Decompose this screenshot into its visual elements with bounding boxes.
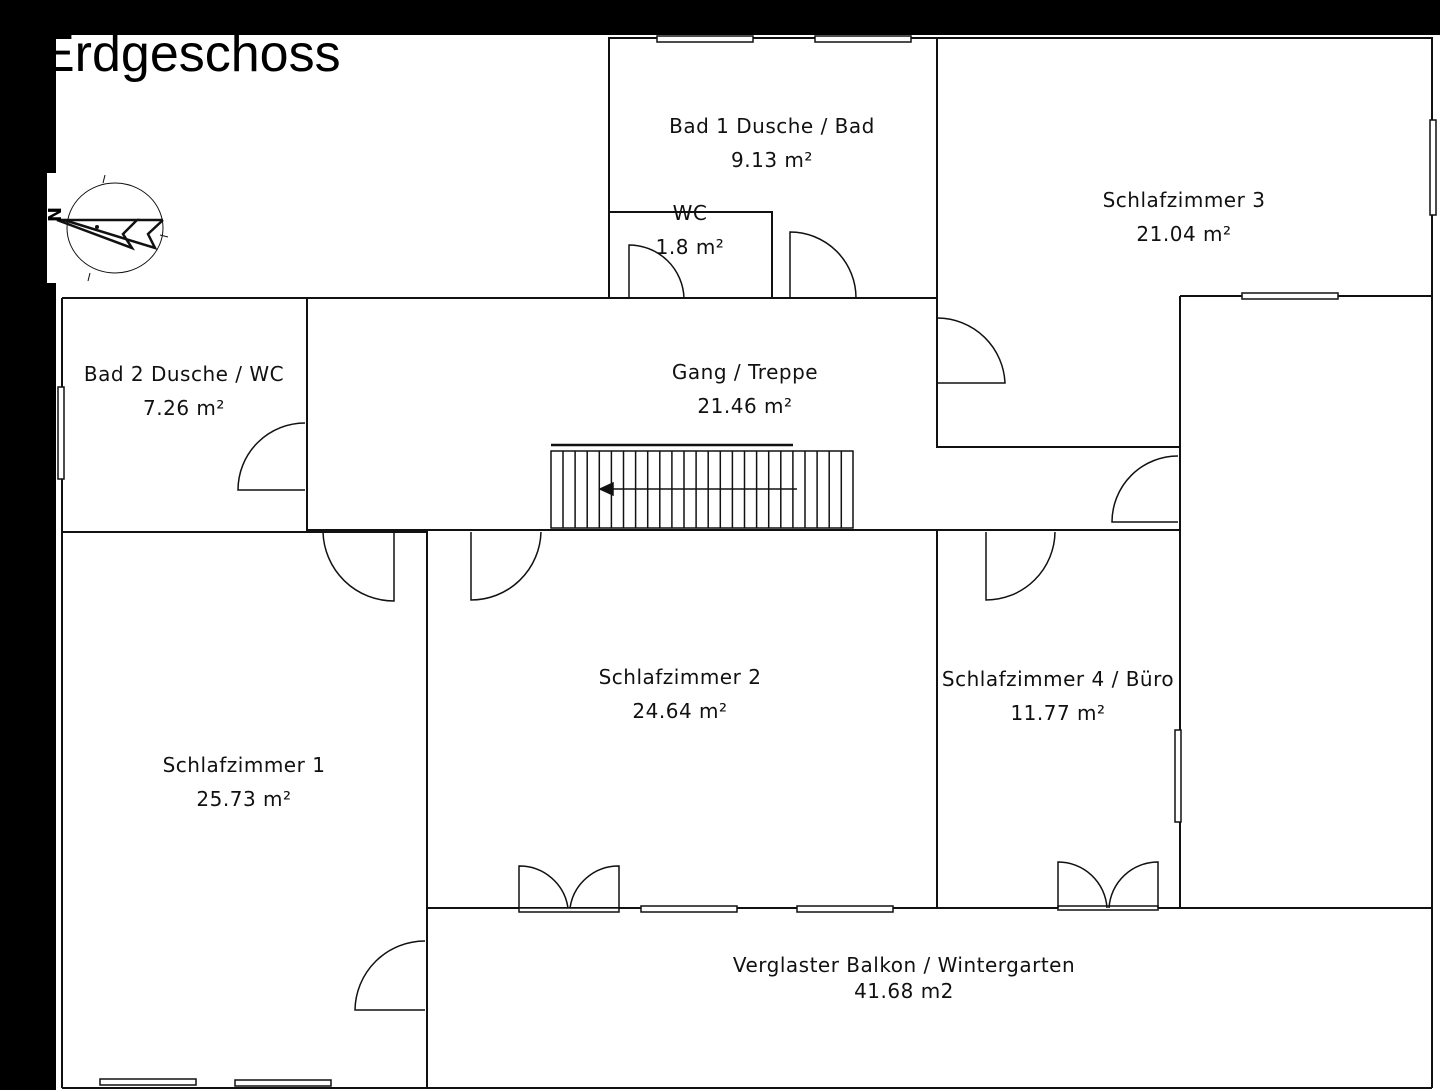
room-area: 9.13 m²	[731, 148, 813, 172]
room-name: Schlafzimmer 2	[598, 665, 762, 689]
room-area: 21.04 m²	[1136, 222, 1232, 246]
room-name: Gang / Treppe	[671, 360, 819, 384]
room-name: WC	[672, 201, 708, 225]
room-schlafzimmer-2: Schlafzimmer 2 24.64 m²	[599, 660, 762, 728]
windows	[57, 35, 1437, 1087]
room-bad-2: Bad 2 Dusche / WC 7.26 m²	[84, 357, 284, 425]
room-name: Schlafzimmer 3	[1102, 188, 1266, 212]
room-area: 25.73 m²	[196, 787, 292, 811]
floor-title: Erdgeschoss	[40, 25, 341, 83]
staircase	[550, 443, 854, 529]
room-schlafzimmer-1: Schlafzimmer 1 25.73 m²	[163, 748, 326, 816]
room-area: 7.26 m²	[143, 396, 225, 420]
room-area: 1.8 m²	[655, 235, 725, 259]
room-name: Schlafzimmer 1	[162, 753, 326, 777]
room-name: Schlafzimmer 4 / Büro	[941, 667, 1175, 691]
compass-north-label: N	[43, 206, 65, 223]
room-name: Verglaster Balkon / Wintergarten	[732, 953, 1076, 977]
room-area: 41.68 m2	[854, 979, 954, 1003]
room-name: Bad 1 Dusche / Bad	[669, 114, 875, 138]
room-area: 24.64 m²	[632, 699, 728, 723]
doors	[237, 231, 1179, 1011]
compass-icon	[56, 174, 169, 282]
room-gang: Gang / Treppe 21.46 m²	[672, 355, 818, 423]
room-wc: WC 1.8 m²	[656, 196, 725, 264]
left-border	[0, 0, 47, 1090]
top-border	[0, 0, 1440, 35]
room-schlafzimmer-4: Schlafzimmer 4 / Büro 11.77 m²	[942, 662, 1174, 730]
room-name: Bad 2 Dusche / WC	[83, 362, 285, 386]
room-schlafzimmer-3: Schlafzimmer 3 21.04 m²	[1103, 183, 1266, 251]
room-area: 11.77 m²	[1010, 701, 1106, 725]
room-area: 21.46 m²	[697, 394, 793, 418]
room-bad-1: Bad 1 Dusche / Bad 9.13 m²	[669, 109, 875, 177]
